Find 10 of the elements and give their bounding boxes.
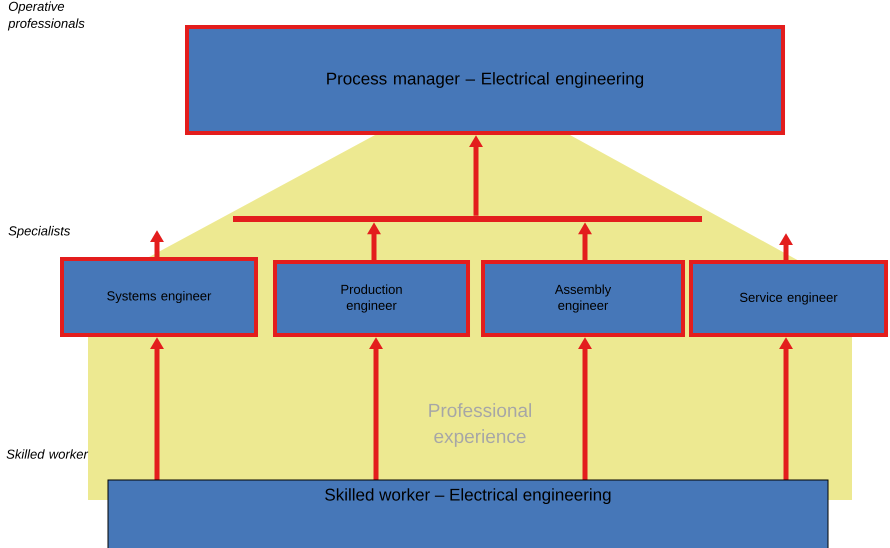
level-label: Skilled worker <box>6 449 88 459</box>
specialist-box: Assembly engineer <box>481 260 685 337</box>
manager-box: Process manager – Electrical engineering <box>185 25 786 135</box>
specialist-box: Systems engineer <box>60 257 258 337</box>
worker-box: Skilled worker – Electrical engineering <box>108 480 829 548</box>
level-label: Operative professionals <box>8 1 84 31</box>
specialist-box: Production engineer <box>273 260 470 337</box>
specialist-box: Service engineer <box>689 260 888 337</box>
level-label: Specialists <box>8 226 70 238</box>
area-label: Professional experience <box>429 403 531 447</box>
